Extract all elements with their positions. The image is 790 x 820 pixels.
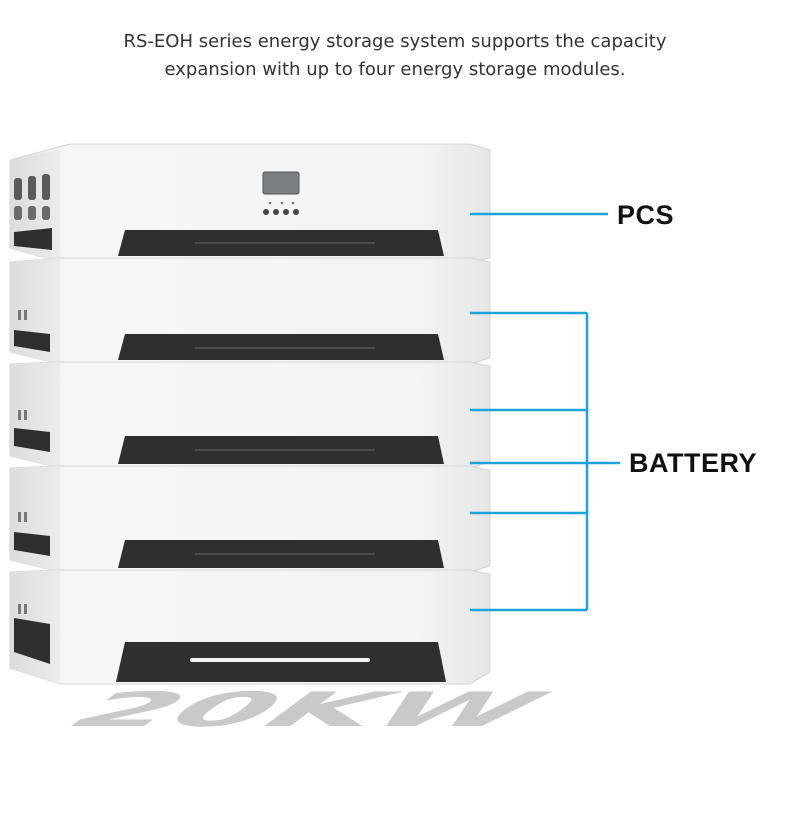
caption: RS-EOH series energy storage system supp… [0,28,790,84]
caption-line-2: expansion with up to four energy storage… [164,59,626,80]
battery-module-3 [9,465,491,573]
pcs-label: PCS [617,200,675,230]
pcs-side-ports [14,174,52,250]
pcs-module [9,143,491,263]
battery-module-4 [9,569,491,685]
caption-line-1: RS-EOH series energy storage system supp… [123,31,667,52]
battery-label: BATTERY [629,448,757,478]
battery-1-handle [118,334,444,360]
floor-mark-20kw: 20KW [45,682,570,737]
battery-callout-bracket [470,311,620,612]
battery-module-2 [9,361,491,469]
battery-module-1 [9,257,491,365]
pcs-control-buttons [263,201,299,215]
pcs-lcd-display [262,171,300,195]
floor-mark-text: 20KW [45,682,570,737]
